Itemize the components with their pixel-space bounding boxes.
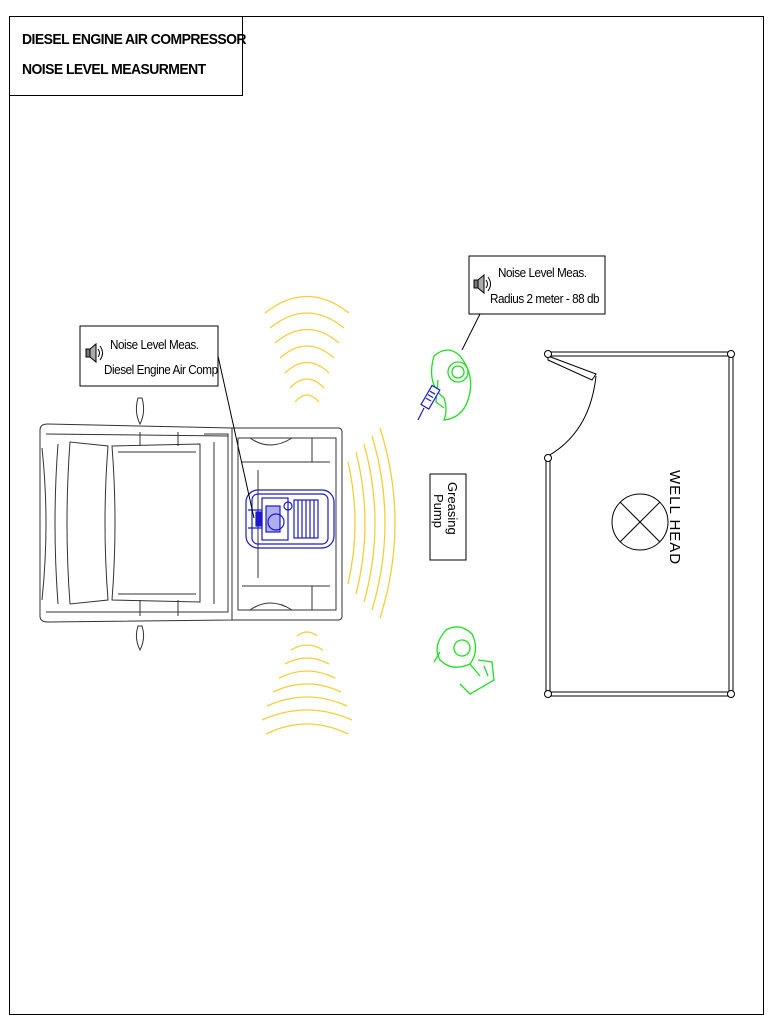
pickup-truck: [39, 397, 343, 652]
title-line-1: DIESEL ENGINE AIR COMPRESSOR: [22, 31, 246, 48]
sound-waves: [261, 295, 396, 735]
greasing-pump-label-1: Greasing: [445, 482, 460, 535]
greasing-pump-box: [429, 473, 467, 561]
callout-compressor-line-1: Noise Level Meas.: [110, 337, 199, 352]
callout-radius-line-1: Noise Level Meas.: [498, 265, 587, 280]
greasing-pump-label-2: Pump: [431, 494, 446, 528]
well-head-area: [544, 350, 735, 698]
leader-lines: [217, 313, 481, 519]
speaker-icon: [473, 273, 491, 295]
speaker-icon: [85, 342, 103, 364]
noise-meter: [417, 384, 441, 421]
callout-compressor-box: [79, 325, 219, 387]
callout-radius-line-2: Radius 2 meter - 88 db: [490, 291, 600, 306]
worker-with-meter: [430, 349, 472, 421]
callout-compressor-line-2: Diesel Engine Air Comp: [104, 362, 218, 377]
drawing-border: [9, 16, 764, 1015]
well-head-label: WELL HEAD: [666, 470, 683, 566]
air-compressor: [245, 489, 335, 549]
callout-radius-box: [468, 255, 606, 315]
title-block: DIESEL ENGINE AIR COMPRESSOR NOISE LEVEL…: [9, 16, 246, 96]
title-line-2: NOISE LEVEL MEASURMENT: [22, 61, 206, 78]
well-head-symbol: [611, 493, 669, 551]
worker-at-pump: [433, 626, 495, 695]
